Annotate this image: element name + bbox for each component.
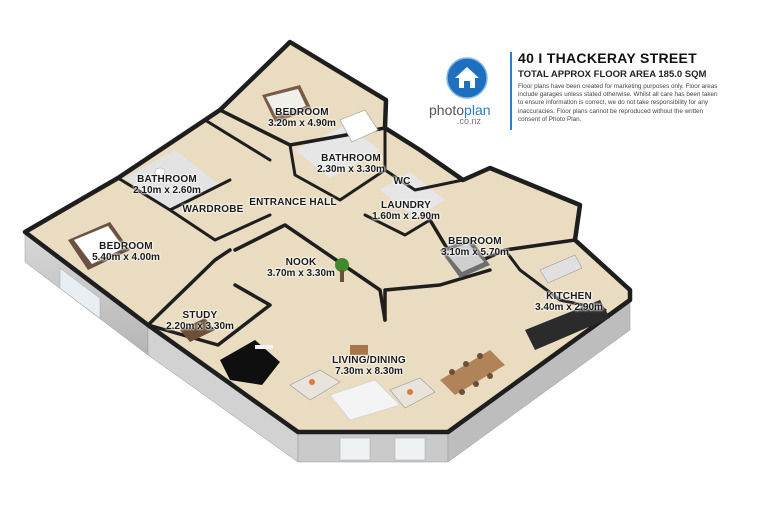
study-desk	[180, 318, 215, 342]
piano	[220, 340, 280, 385]
room-label-nook: NOOK 3.70m x 3.30m	[267, 257, 335, 279]
room-label-wc: WC	[393, 176, 411, 187]
floor-area: TOTAL APPROX FLOOR AREA 185.0 SQM	[518, 69, 707, 80]
kitchen-counter	[525, 254, 610, 350]
room-label-entrance-hall: ENTRANCE HALL	[249, 197, 337, 208]
house-icon	[446, 57, 488, 99]
interior-walls	[22, 39, 633, 435]
header-divider	[510, 52, 512, 130]
property-address: 40 I THACKERAY STREET	[518, 50, 698, 66]
logo-domain: .co.nz	[457, 116, 482, 126]
room-label-wardrobe: WARDROBE	[182, 204, 244, 215]
exterior-walls	[24, 231, 631, 463]
room-label-bedroom-left: BEDROOM 5.40m x 4.00m	[92, 241, 160, 263]
room-label-study: STUDY 2.20m x 3.30m	[166, 310, 234, 332]
furniture	[68, 85, 610, 409]
bed-left	[68, 222, 130, 270]
header-info: 40 I THACKERAY STREET TOTAL APPROX FLOOR…	[518, 50, 718, 124]
bed-top	[262, 85, 312, 122]
room-label-laundry: LAUNDRY 1.60m x 2.90m	[372, 200, 440, 222]
room-label-bathroom-center: BATHROOM 2.30m x 3.30m	[317, 153, 385, 175]
plant-icon	[335, 258, 349, 282]
bathtub	[339, 109, 379, 143]
dining-table	[440, 350, 505, 395]
logo-wordmark: photoplan	[429, 102, 491, 118]
sofa-set	[289, 345, 436, 409]
room-label-bedroom-top: BEDROOM 3.20m x 4.90m	[268, 107, 336, 129]
disclaimer-text: Floor plans have been created for market…	[518, 83, 718, 123]
room-label-bedroom-right: BEDROOM 3.10m x 5.70m	[441, 236, 509, 258]
toilet	[154, 167, 166, 177]
room-label-living-dining: LIVING/DINING 7.30m x 8.30m	[332, 355, 406, 377]
bed-right	[440, 238, 490, 278]
room-label-kitchen: KITCHEN 3.40m x 2.90m	[535, 291, 603, 313]
room-label-bathroom-left: BATHROOM 2.10m x 2.60m	[133, 174, 201, 196]
